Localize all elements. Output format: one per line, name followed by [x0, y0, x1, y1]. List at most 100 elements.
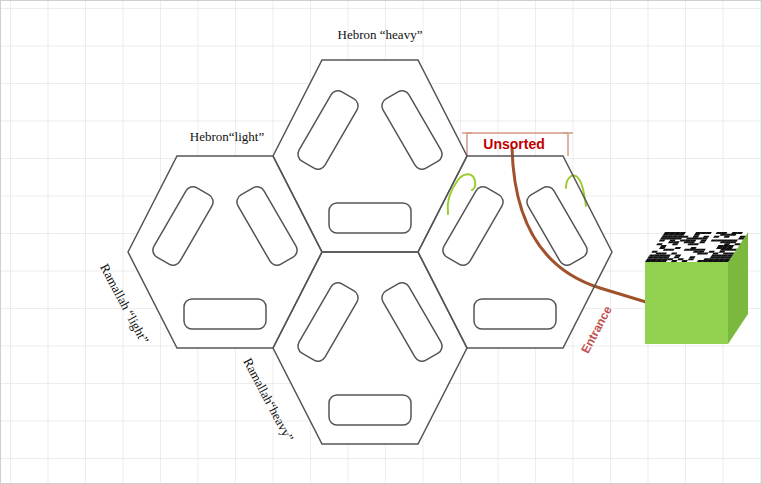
qr-cell: [699, 249, 706, 251]
hex-border: [273, 252, 467, 444]
bin-slot: [329, 395, 411, 425]
qr-cell: [688, 258, 695, 260]
hex-border: [418, 156, 612, 348]
qr-cell: [663, 256, 670, 258]
qr-cell: [681, 260, 688, 262]
qr-cell: [724, 243, 731, 245]
qr-cell: [693, 243, 700, 245]
qr-cell: [730, 241, 737, 243]
qr-cell: [739, 236, 746, 238]
qr-cell: [694, 234, 701, 236]
entrance-path: [512, 148, 646, 302]
qr-cell: [690, 239, 697, 241]
cube-top: [645, 232, 748, 262]
bin-slot: [440, 184, 506, 268]
qr-cell: [719, 251, 726, 253]
qr-cell: [708, 251, 715, 253]
qr-cell: [727, 254, 734, 256]
bin-slot: [329, 203, 411, 233]
bin-slot: [524, 184, 590, 268]
qr-cell: [656, 243, 663, 245]
hook: [448, 174, 476, 214]
hex-station: Hebron “heavy”: [273, 60, 467, 252]
qr-cell: [679, 232, 686, 234]
bracket-leg: [567, 133, 569, 156]
qr-cell: [659, 239, 666, 241]
bin-slot: [474, 299, 556, 329]
hex-station: Hebron“light”Ramallah “light”: [128, 156, 322, 348]
qr-cell: [671, 260, 678, 262]
hex-grounds: [128, 60, 612, 444]
bin-slot: [184, 299, 266, 329]
hex-outline: [273, 252, 467, 444]
qr-cell: [724, 258, 731, 260]
qr-cell: [677, 258, 684, 260]
hex-outline: [273, 60, 467, 252]
qr-cell: [689, 241, 696, 243]
qr-cell: [723, 260, 730, 262]
qr-cell: [703, 236, 710, 238]
qr-cell: [728, 245, 735, 247]
qr-cell: [690, 247, 697, 249]
qr-cell: [702, 238, 709, 240]
qr-cell: [699, 241, 706, 243]
bracket-leg: [466, 133, 468, 156]
hex-border: [273, 60, 467, 252]
qr-cell: [671, 253, 678, 255]
qr-cell: [664, 254, 671, 256]
qr-cell: [692, 236, 699, 238]
qr-cell: [675, 247, 682, 249]
qr-cell: [730, 249, 737, 251]
qr-cell: [673, 241, 680, 243]
qr-cell: [675, 254, 682, 256]
hex-station: Unsorted: [418, 156, 612, 348]
qr-cell: [667, 258, 674, 260]
qr-cell: [724, 236, 731, 238]
qr-cell: [651, 251, 658, 253]
qr-cell: [672, 243, 679, 245]
qr-cell: [730, 234, 737, 236]
hex-outline: [128, 156, 322, 348]
qr-cell: [661, 260, 668, 262]
qr-cell: [660, 253, 667, 255]
qr-code: [645, 232, 748, 262]
qr-cell: [673, 256, 680, 258]
qr-cell: [659, 247, 666, 249]
qr-cell: [689, 256, 696, 258]
qr-cell: [725, 256, 732, 258]
bin-slot: [150, 184, 216, 268]
bin-slot: [295, 280, 361, 364]
qr-cell: [676, 238, 683, 240]
qr-cell: [669, 239, 676, 241]
qr-cell: [702, 253, 709, 255]
hex-border: [128, 156, 322, 348]
qr-cube: [645, 232, 748, 344]
bin-slot: [234, 184, 300, 268]
qr-cell: [736, 232, 743, 234]
station-label: Hebron “heavy”: [338, 28, 423, 42]
qr-cell: [713, 236, 720, 238]
qr-cell: [668, 249, 675, 251]
qr-cell: [738, 238, 745, 240]
qr-cell: [660, 245, 667, 247]
bracket: [462, 133, 573, 156]
station-label: Hebron“light”: [190, 130, 264, 144]
station-label: Unsorted: [483, 137, 544, 152]
hex-station: Ramallah“heavy”: [273, 252, 467, 444]
qr-cell: [728, 253, 735, 255]
qr-cell: [726, 247, 733, 249]
bin-slot: [379, 280, 445, 364]
qr-cell: [700, 239, 707, 241]
cube-front: [645, 262, 728, 344]
bin-slot: [295, 88, 361, 172]
bracket-line: [467, 132, 568, 134]
qr-cell: [712, 253, 719, 255]
qr-cell: [721, 232, 728, 234]
qr-cell: [682, 236, 689, 238]
qr-cell: [734, 243, 741, 245]
bin-slot: [379, 88, 445, 172]
